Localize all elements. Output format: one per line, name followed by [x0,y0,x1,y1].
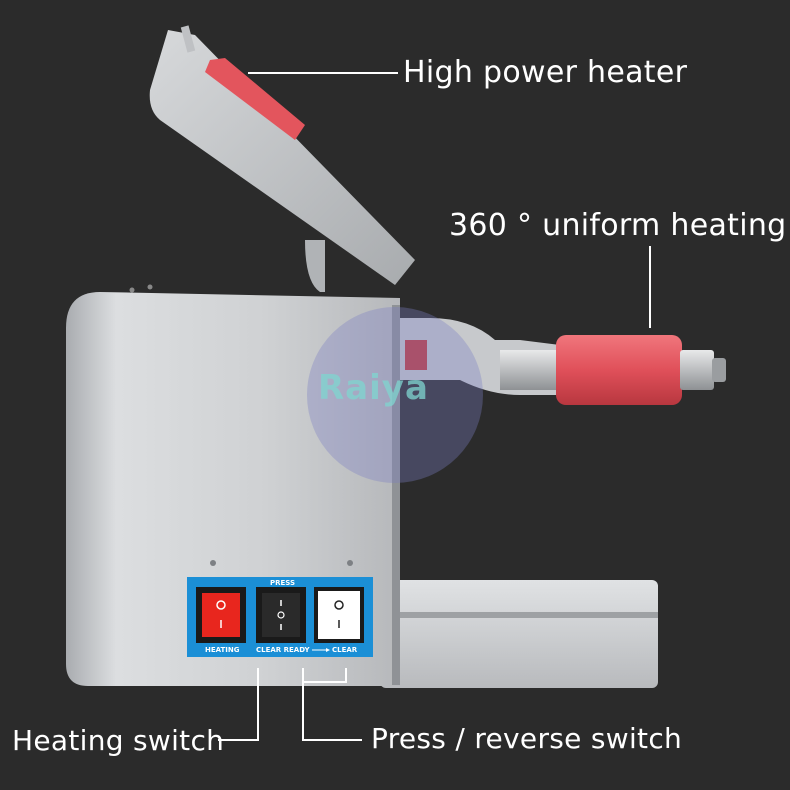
watermark-circle [307,307,483,483]
callout-high-power-heater: High power heater [403,55,688,90]
clear-ready-switch[interactable] [256,587,306,643]
panel-label-heating: HEATING [205,646,240,654]
callout-press-reverse-switch: Press / reverse switch [371,722,683,755]
panel-label-press: PRESS [270,579,296,587]
press-tube [400,318,726,405]
leader-lines [218,72,651,741]
press-reverse-switch[interactable] [314,587,364,643]
callout-heating-switch: Heating switch [12,724,225,757]
panel-label-clear-ready: CLEAR READY [256,646,310,654]
clear-arrow-icon [312,648,330,652]
machine-base [380,580,658,688]
watermark-logo: Raiya [318,368,429,408]
callout-uniform-heating: 360 ° uniform heating [449,208,787,243]
heater-lid [149,25,415,292]
panel-label-clear: CLEAR [332,646,358,654]
heating-switch[interactable] [196,587,246,643]
